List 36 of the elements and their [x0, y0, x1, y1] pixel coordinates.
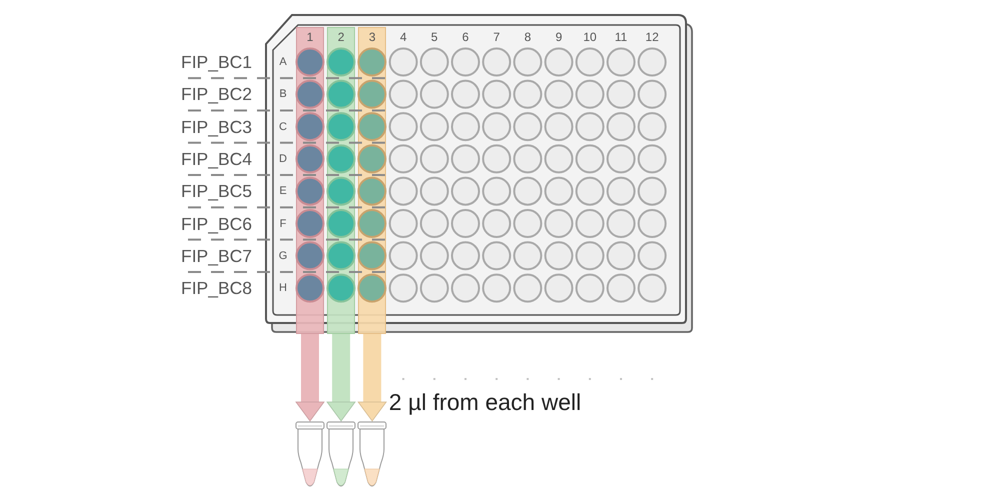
arrow	[296, 334, 324, 422]
row-letter: B	[278, 87, 288, 102]
row-letter: G	[278, 248, 288, 264]
column-number: 12	[644, 29, 660, 45]
row-label: FIP_BC2	[181, 83, 252, 106]
well-plate	[264, 14, 695, 336]
column-number: 6	[461, 29, 470, 45]
row-letter: H	[278, 281, 288, 296]
column-number: 10	[582, 29, 598, 45]
column-number: 1	[306, 29, 314, 45]
column-band	[358, 27, 386, 334]
row-label: FIP_BC6	[181, 212, 252, 234]
column-number: 2	[336, 29, 346, 45]
row-letter: A	[278, 55, 288, 70]
column-number: 7	[492, 29, 501, 45]
column-number: 11	[614, 29, 628, 45]
column-band	[296, 27, 324, 334]
column-number: 9	[554, 29, 564, 45]
column-number: 3	[368, 29, 377, 45]
row-label: FIP_BC4	[181, 148, 252, 170]
row-letter: E	[278, 184, 288, 200]
row-letter: C	[278, 120, 288, 135]
row-label: FIP_BC1	[181, 51, 252, 73]
row-letter: D	[278, 152, 288, 167]
row-letter: F	[278, 216, 288, 232]
row-label: FIP_BC5	[181, 180, 252, 202]
row-label: FIP_BC8	[181, 277, 252, 300]
volume-note: 2 µl from each well	[388, 388, 582, 416]
column-number: 4	[398, 29, 408, 45]
arrow	[358, 334, 387, 422]
column-number: 8	[523, 29, 532, 45]
column-number: 5	[430, 29, 439, 45]
arrow	[326, 334, 356, 422]
row-label: FIP_BC3	[181, 116, 252, 138]
column-band	[327, 27, 356, 334]
row-label: FIP_BC7	[181, 244, 252, 267]
